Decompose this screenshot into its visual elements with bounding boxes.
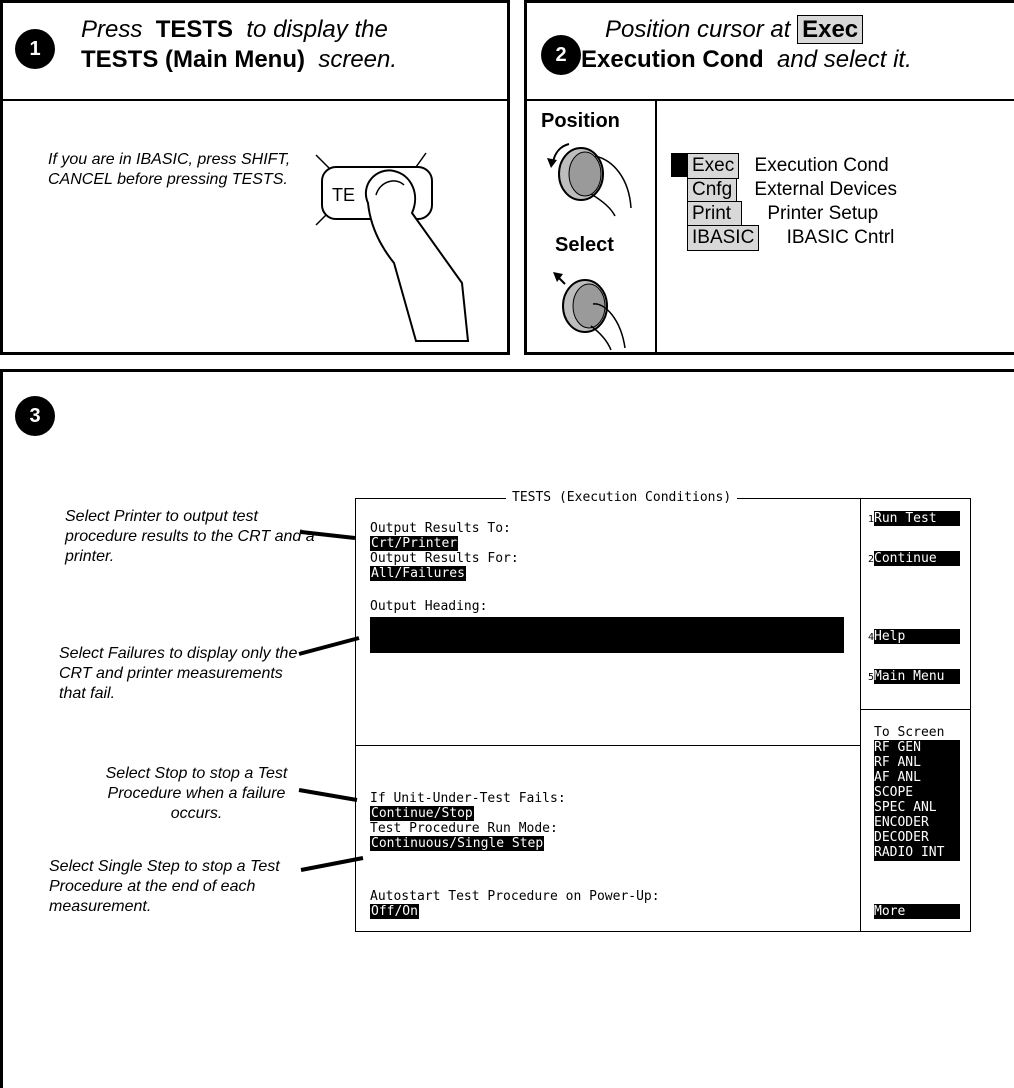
menu-key-exec[interactable]: Exec — [687, 153, 739, 179]
step1-note: If you are in IBASIC, press SHIFT, CANCE… — [48, 150, 303, 190]
autostart-label: Autostart Test Procedure on Power-Up: — [370, 889, 660, 904]
softkey-2-label[interactable]: Continue — [874, 551, 960, 566]
to-screen-item[interactable]: SCOPE — [874, 785, 960, 800]
step2-title: Position cursor at Exec Execution Cond a… — [605, 15, 912, 75]
tests-execution-conditions-screen: TESTS (Execution Conditions) Output Resu… — [355, 498, 971, 932]
output-results-to-label: Output Results To: — [370, 521, 511, 536]
softkey-5[interactable]: 5Main Menu — [868, 669, 960, 685]
screen-divider-vertical — [860, 499, 861, 931]
softkey-1[interactable]: 1Run Test — [868, 511, 960, 527]
more-button[interactable]: More — [874, 904, 960, 919]
position-label: Position — [541, 110, 620, 133]
to-screen-item[interactable]: RADIO INT — [874, 845, 960, 860]
output-results-for-label: Output Results For: — [370, 551, 519, 566]
callout-lines — [3, 372, 383, 932]
output-heading-field[interactable] — [370, 617, 844, 653]
step2-title-d: and select it. — [777, 46, 912, 73]
tests-key-press-illustration: TE — [308, 133, 478, 343]
to-screen-item[interactable]: ENCODER — [874, 815, 960, 830]
uut-fails-label: If Unit-Under-Test Fails: — [370, 791, 566, 806]
menu-desc-cnfg: External Devices — [754, 179, 897, 200]
menu-key-print[interactable]: Print — [687, 201, 742, 227]
softkey-4[interactable]: 4Help — [868, 629, 960, 645]
select-knob-icon — [545, 266, 635, 352]
softkey-2[interactable]: 2Continue — [868, 551, 960, 567]
step1-title-key: TESTS — [156, 16, 233, 43]
to-screen-item[interactable]: DECODER — [874, 830, 960, 845]
output-heading-label: Output Heading: — [370, 599, 487, 614]
step1-number: 1 — [15, 29, 55, 69]
step1-title-a: Press — [81, 16, 142, 43]
softkey-divider — [860, 709, 970, 710]
step2-panel: 2 Position cursor at Exec Execution Cond… — [524, 0, 1014, 355]
step2-title-key: Exec — [797, 15, 863, 44]
softkey-1-label[interactable]: Run Test — [874, 511, 960, 526]
menu-row-cnfg[interactable]: Cnfg External Devices — [687, 177, 897, 201]
menu-desc-exec: Execution Cond — [755, 155, 889, 176]
step2-number: 2 — [541, 35, 581, 75]
menu-row-exec[interactable]: Exec Execution Cond — [687, 153, 897, 177]
menu-row-print[interactable]: Print Printer Setup — [687, 201, 897, 225]
menu-desc-print: Printer Setup — [767, 203, 878, 224]
step1-title: Press TESTS to display the TESTS (Main M… — [81, 15, 397, 75]
screen-divider-horizontal — [356, 745, 860, 746]
step1-divider — [3, 99, 507, 101]
tests-key-label: TE — [332, 185, 355, 205]
step2-title-a: Position cursor at — [605, 16, 790, 43]
menu-desc-ibasic: IBASIC Cntrl — [787, 227, 895, 248]
run-mode-toggle[interactable]: Continuous/Single Step — [370, 836, 544, 851]
output-results-for-toggle[interactable]: All/Failures — [370, 566, 466, 581]
to-screen-item[interactable]: RF ANL — [874, 755, 960, 770]
autostart-toggle[interactable]: Off/On — [370, 904, 419, 919]
menu-row-ibasic[interactable]: IBASIC IBASIC Cntrl — [687, 225, 897, 249]
menu-cursor-icon — [671, 153, 687, 177]
to-screen-item[interactable]: RF GEN — [874, 740, 960, 755]
output-results-to-toggle[interactable]: Crt/Printer — [370, 536, 458, 551]
tests-main-menu-list: Exec Execution Cond Cnfg External Device… — [687, 153, 897, 249]
softkey-4-label[interactable]: Help — [874, 629, 960, 644]
step1-panel: 1 Press TESTS to display the TESTS (Main… — [0, 0, 510, 355]
menu-key-cnfg[interactable]: Cnfg — [687, 177, 737, 203]
step2-knob-column: Position Select — [527, 100, 657, 355]
softkey-5-label[interactable]: Main Menu — [874, 669, 960, 684]
step2-title-c: Execution Cond — [581, 46, 764, 73]
menu-key-ibasic[interactable]: IBASIC — [687, 225, 759, 251]
position-knob-icon — [545, 138, 635, 218]
to-screen-item[interactable]: AF ANL — [874, 770, 960, 785]
step1-title-c: TESTS (Main Menu) — [81, 46, 305, 73]
uut-fails-toggle[interactable]: Continue/Stop — [370, 806, 474, 821]
step1-title-b: to display the — [246, 16, 387, 43]
run-mode-label: Test Procedure Run Mode: — [370, 821, 558, 836]
step3-panel: 3 Select Printer to output test procedur… — [0, 369, 1014, 1088]
select-label: Select — [555, 234, 614, 257]
step1-title-d: screen. — [318, 46, 397, 73]
to-screen-item[interactable]: SPEC ANL — [874, 800, 960, 815]
screen-title: TESTS (Execution Conditions) — [506, 490, 737, 505]
to-screen-label: To Screen — [874, 725, 944, 740]
